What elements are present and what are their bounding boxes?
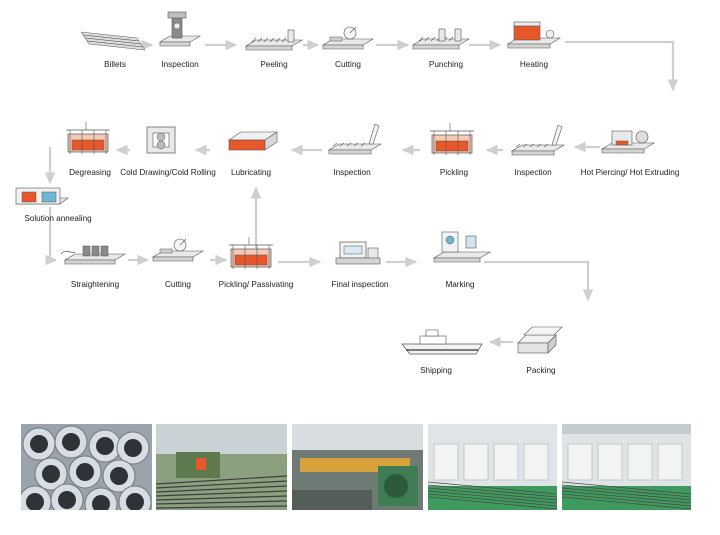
process-step: Final inspection (332, 241, 389, 289)
process-step: Inspection (510, 124, 566, 177)
peeling-machine-icon (244, 29, 304, 51)
cold-drawing-icon (146, 126, 176, 154)
process-step: Degreasing (66, 122, 111, 177)
straightening-machine-icon (60, 245, 127, 265)
process-step: Lubricating (228, 131, 278, 177)
step-label: Pickling (440, 168, 469, 177)
process-step: Cold Drawing/Cold Rolling (120, 126, 216, 177)
punching-machine-icon (411, 28, 471, 50)
lubricating-tank-icon (228, 131, 278, 151)
passivating-tank-icon (229, 237, 273, 269)
degreasing-tank-icon (66, 122, 110, 154)
process-step: Inspection (327, 123, 383, 177)
step-label: Inspection (333, 168, 371, 177)
packing-crates-icon (517, 326, 563, 354)
step-label: Billets (104, 60, 126, 69)
cutting-machine-icon (151, 238, 205, 262)
process-step: Peeling (244, 29, 304, 69)
step-label: Shipping (420, 366, 452, 375)
pickling-tank-icon (430, 123, 474, 155)
annealing-line-photo (562, 424, 691, 510)
process-step: Solution annealing (15, 187, 92, 223)
step-label: Inspection (514, 168, 552, 177)
process-step: Hot Piercing/ Hot Extruding (581, 130, 680, 177)
step-label: Packing (526, 366, 556, 375)
cutting-machine-icon (321, 26, 375, 50)
step-label: Final inspection (332, 280, 389, 289)
billets-icon (80, 31, 146, 51)
flow-arrow (45, 207, 58, 266)
process-step: Punching (411, 28, 471, 69)
steel-pipes-photo (21, 424, 152, 510)
process-step: Cutting (321, 26, 375, 69)
process-step: Billets (80, 31, 146, 69)
step-label: Straightening (71, 280, 120, 289)
inspection-press-icon (158, 11, 202, 47)
step-label: Cold Drawing/Cold Rolling (120, 168, 216, 177)
ship-icon (401, 329, 483, 355)
step-label: Peeling (260, 60, 288, 69)
step-label: Pickling/ Passivating (219, 280, 294, 289)
step-label: Punching (429, 60, 464, 69)
process-step: Marking (432, 231, 492, 289)
step-label: Hot Piercing/ Hot Extruding (581, 168, 680, 177)
flow-connectors (44, 39, 679, 348)
flow-arrow (565, 40, 679, 92)
final-inspection-icon (335, 241, 381, 265)
process-step: Pickling/ Passivating (219, 237, 294, 289)
cold-drawing-workshop-photo (428, 424, 557, 510)
step-label: Cutting (165, 280, 191, 289)
step-label: Lubricating (231, 168, 272, 177)
process-step: Packing (517, 326, 563, 375)
process-step: Inspection (158, 11, 202, 69)
piercing-line-photo (292, 424, 423, 510)
inspection-bench-icon (510, 124, 566, 156)
step-label: Degreasing (69, 168, 111, 177)
annealing-furnace-icon (15, 187, 69, 205)
heating-furnace-icon (506, 21, 562, 49)
marking-machine-icon (432, 231, 492, 263)
step-label: Solution annealing (24, 214, 92, 223)
flow-arrow (484, 260, 594, 302)
process-step: Straightening (60, 245, 127, 289)
inspection-bench-icon (327, 123, 383, 155)
step-label: Heating (520, 60, 549, 69)
process-step: Shipping (401, 329, 483, 375)
process-step: Pickling (430, 123, 474, 177)
hot-piercing-icon (600, 130, 656, 154)
step-label: Cutting (335, 60, 361, 69)
process-step: Heating (506, 21, 562, 69)
rolling-mill-photo (156, 424, 287, 510)
step-label: Inspection (161, 60, 199, 69)
process-step: Cutting (151, 238, 205, 289)
step-label: Marking (445, 280, 475, 289)
